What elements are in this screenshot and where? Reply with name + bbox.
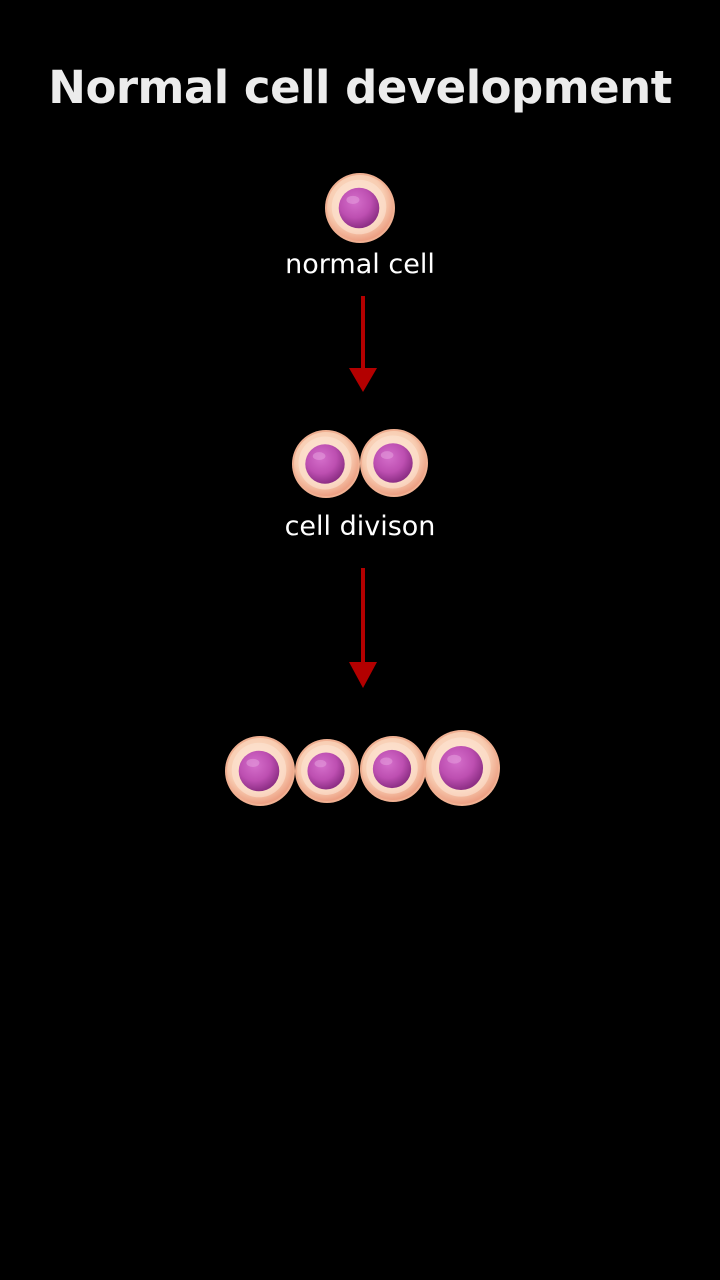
cell-result-1 bbox=[225, 736, 295, 806]
cell-result-2 bbox=[295, 739, 359, 803]
arrow-1 bbox=[349, 296, 377, 392]
cell-normal bbox=[325, 173, 395, 243]
cell-division-right bbox=[360, 429, 428, 497]
cell-result-4 bbox=[424, 730, 500, 806]
arrow-2 bbox=[349, 568, 377, 688]
cell-result-3 bbox=[360, 736, 426, 802]
cell-division-left bbox=[292, 430, 360, 498]
page-title: Normal cell development bbox=[48, 61, 672, 114]
stage-label-cell-division: cell divison bbox=[284, 511, 436, 542]
stage-label-normal-cell: normal cell bbox=[285, 249, 435, 280]
